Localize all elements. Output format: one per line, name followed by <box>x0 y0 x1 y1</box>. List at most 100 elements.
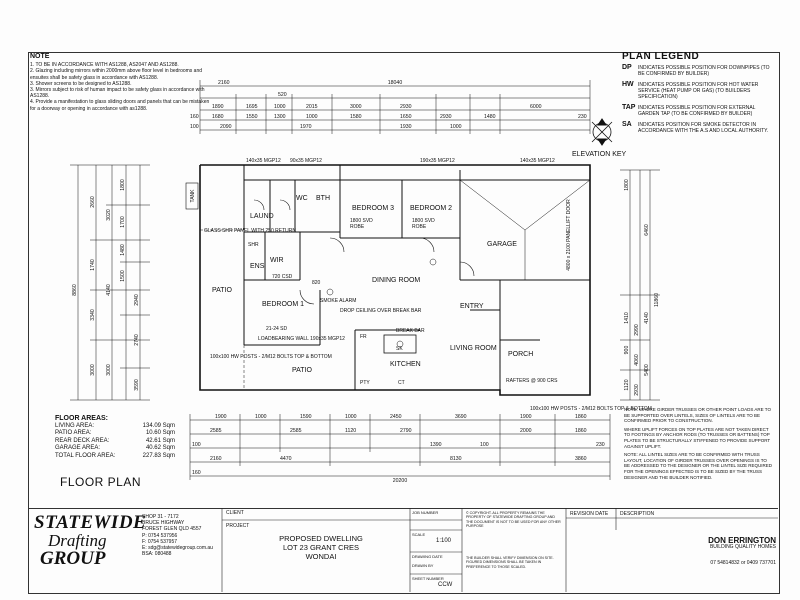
room-ensuite: ENS <box>250 263 265 270</box>
dim-label: 1000 <box>306 114 318 120</box>
logo-line: GROUP <box>40 548 106 569</box>
dim-label: 4060 <box>634 354 640 366</box>
logo-line: STATEWIDE <box>34 512 147 533</box>
room-entry: ENTRY <box>460 303 484 310</box>
dim-label: 2930 <box>634 384 640 396</box>
floor-area-label: TOTAL FLOOR AREA: <box>55 452 116 459</box>
garage-door-label: 4800 x 2100 PANELLIFT DOOR <box>566 199 572 271</box>
room-kitchen: KITCHEN <box>390 361 421 368</box>
copyright-note: © COPYRIGHT. ALL PROPERTY REMAINS THE PR… <box>466 511 561 529</box>
floor-area-row: REAR DECK AREA:42.61 Sqm <box>55 438 175 446</box>
legend-row: SA INDICATES POSITION FOR SMOKE DETECTOR… <box>622 121 772 134</box>
dim-label: 160 <box>190 114 199 120</box>
dim-label: 8130 <box>450 456 462 462</box>
legend-title: PLAN LEGEND <box>622 51 700 62</box>
garage-roof-lines <box>459 179 591 280</box>
left-dimension-labels: 8860 2660 1740 3340 3000 3020 4140 3000 … <box>72 179 140 391</box>
structural-note: WHERE UPLIFT FORCES ON TOP PLATES ARE NO… <box>624 426 771 449</box>
room-garage: GARAGE <box>487 241 517 248</box>
svd-label: 1800 SVD <box>412 218 435 224</box>
dim-label: 18040 <box>388 80 403 86</box>
builder-details: DON ERRINGTON BUILDING QUALITY HOMES 07 … <box>694 537 776 567</box>
dim-label: 4470 <box>280 456 292 462</box>
dim-label: 1500 <box>120 270 126 282</box>
dim-label: 1000 <box>345 414 357 420</box>
legend-row: HW INDICATES POSSIBLE POSITION FOR HOT W… <box>622 81 772 100</box>
dim-label: 3000 <box>350 104 362 110</box>
dim-label: 100 <box>190 124 199 130</box>
dim-label: 1000 <box>255 414 267 420</box>
company-line: BSA: 080488 <box>142 551 172 558</box>
room-bedroom-1: BEDROOM 1 <box>262 301 304 308</box>
room-living: LIVING ROOM <box>450 345 497 352</box>
dim-label: 230 <box>596 442 605 448</box>
room-bedroom-3: BEDROOM 3 <box>352 205 394 212</box>
room-bathroom: BTH <box>316 195 330 202</box>
room-wc: WC <box>296 195 308 202</box>
dim-label: 2585 <box>210 428 222 434</box>
tank-label: TANK <box>190 189 196 203</box>
dim-label: 900 <box>624 346 630 355</box>
beam-label: 90x35 MGP12 <box>290 158 322 164</box>
dim-label: 1860 <box>575 414 587 420</box>
internal-walls <box>243 165 590 395</box>
dim-label: 520 <box>278 92 287 98</box>
floor-areas-table: FLOOR AREAS: LIVING AREA:134.09 Sqm PATI… <box>55 415 175 460</box>
bottom-dimension-lines <box>189 414 611 480</box>
door-size-label: 820 <box>312 280 321 286</box>
general-notes: NOTE 1. TO BE IN ACCORDANCE WITH AS1288,… <box>30 53 210 112</box>
plan-title: FLOOR PLAN <box>60 475 142 489</box>
top-dimension-lines <box>199 80 591 134</box>
legend-text: INDICATES POSSIBLE POSITION FOR EXTERNAL… <box>638 105 756 117</box>
smoke-alarm-icon <box>326 258 437 296</box>
dim-label: 2940 <box>134 294 140 306</box>
dim-label: 1970 <box>300 124 312 130</box>
dim-label: 2160 <box>218 80 230 86</box>
dim-label: 6460 <box>644 224 650 236</box>
structural-note: NOTE: ALL LINTEL SIZES ARE TO BE CONFIRM… <box>624 452 773 480</box>
dim-label: 2450 <box>390 414 402 420</box>
beam-label: 140x35 MGP12 <box>246 158 281 164</box>
room-wir: WIR <box>270 257 284 264</box>
builder-phone: 07 54814832 or 0409 737701 <box>710 560 776 566</box>
floor-area-label: GARAGE AREA: <box>55 445 101 451</box>
kitchen-island <box>383 334 417 354</box>
dim-label: 1800 <box>624 179 630 191</box>
dim-label: 2740 <box>134 334 140 346</box>
right-dimension-labels: 11860 6460 4140 5400 1800 1410 900 1120 … <box>624 179 660 396</box>
dim-label: 2930 <box>400 104 412 110</box>
dim-label: 1120 <box>345 428 356 434</box>
dim-label: 8860 <box>72 284 78 296</box>
cooktop-label: CT <box>398 380 405 386</box>
company-line: E: sdg@statewidegroup.com.au <box>142 545 213 552</box>
dim-label: 3000 <box>90 364 96 376</box>
company-line: F: 0754 537957 <box>142 538 178 545</box>
scale-label: SCALE <box>412 532 426 537</box>
right-dimension-lines <box>620 169 660 401</box>
bottom-dimension-labels: 1900 1000 1590 1000 2450 3690 1900 1860 … <box>192 414 605 484</box>
dim-label: 1410 <box>624 312 630 324</box>
dim-label: 6000 <box>530 104 542 110</box>
title-block <box>28 508 778 593</box>
project-label: PROJECT <box>226 523 250 529</box>
dim-label: 1480 <box>120 244 126 256</box>
dim-label: 1000 <box>450 124 462 130</box>
elevation-key-icon <box>591 118 613 146</box>
floor-area-label: REAR DECK AREA: <box>55 437 110 444</box>
room-porch: PORCH <box>508 351 533 358</box>
glass-panel-label: GLASS SHR PANEL WITH 250 RETURN <box>204 228 296 234</box>
legend-text: INDICATES POSSIBLE POSITION FOR HOT WATE… <box>638 82 759 100</box>
project-line: LOT 23 GRANT CRES <box>283 543 359 552</box>
legend-row: DP INDICATES POSSIBLE POSITION FOR DOWNP… <box>622 64 772 77</box>
robe-label: ROBE <box>412 224 427 230</box>
dim-label: 20200 <box>393 478 408 484</box>
top-dimension-labels: 18040 2160 520 1890 1695 1000 2015 3000 … <box>190 80 587 130</box>
dim-label: 1300 <box>274 114 286 120</box>
dim-label: 1120 <box>624 379 630 390</box>
plan-annotations: ROBE ROBE 1800 SVD 1800 SVD DROP CEILING… <box>190 158 652 412</box>
company-details: SHOP 31 - 7172 BRUCE HIGHWAY FOREST GLEN… <box>142 514 222 557</box>
description-label: DESCRIPTION <box>620 511 655 517</box>
legend-text: INDICATES POSSIBLE POSITION FOR DOWNPIPE… <box>638 65 770 77</box>
posts-label: 100x100 HW POSTS - 2/M12 BOLTS TOP & BOT… <box>210 354 332 360</box>
left-dimension-lines <box>70 164 150 401</box>
